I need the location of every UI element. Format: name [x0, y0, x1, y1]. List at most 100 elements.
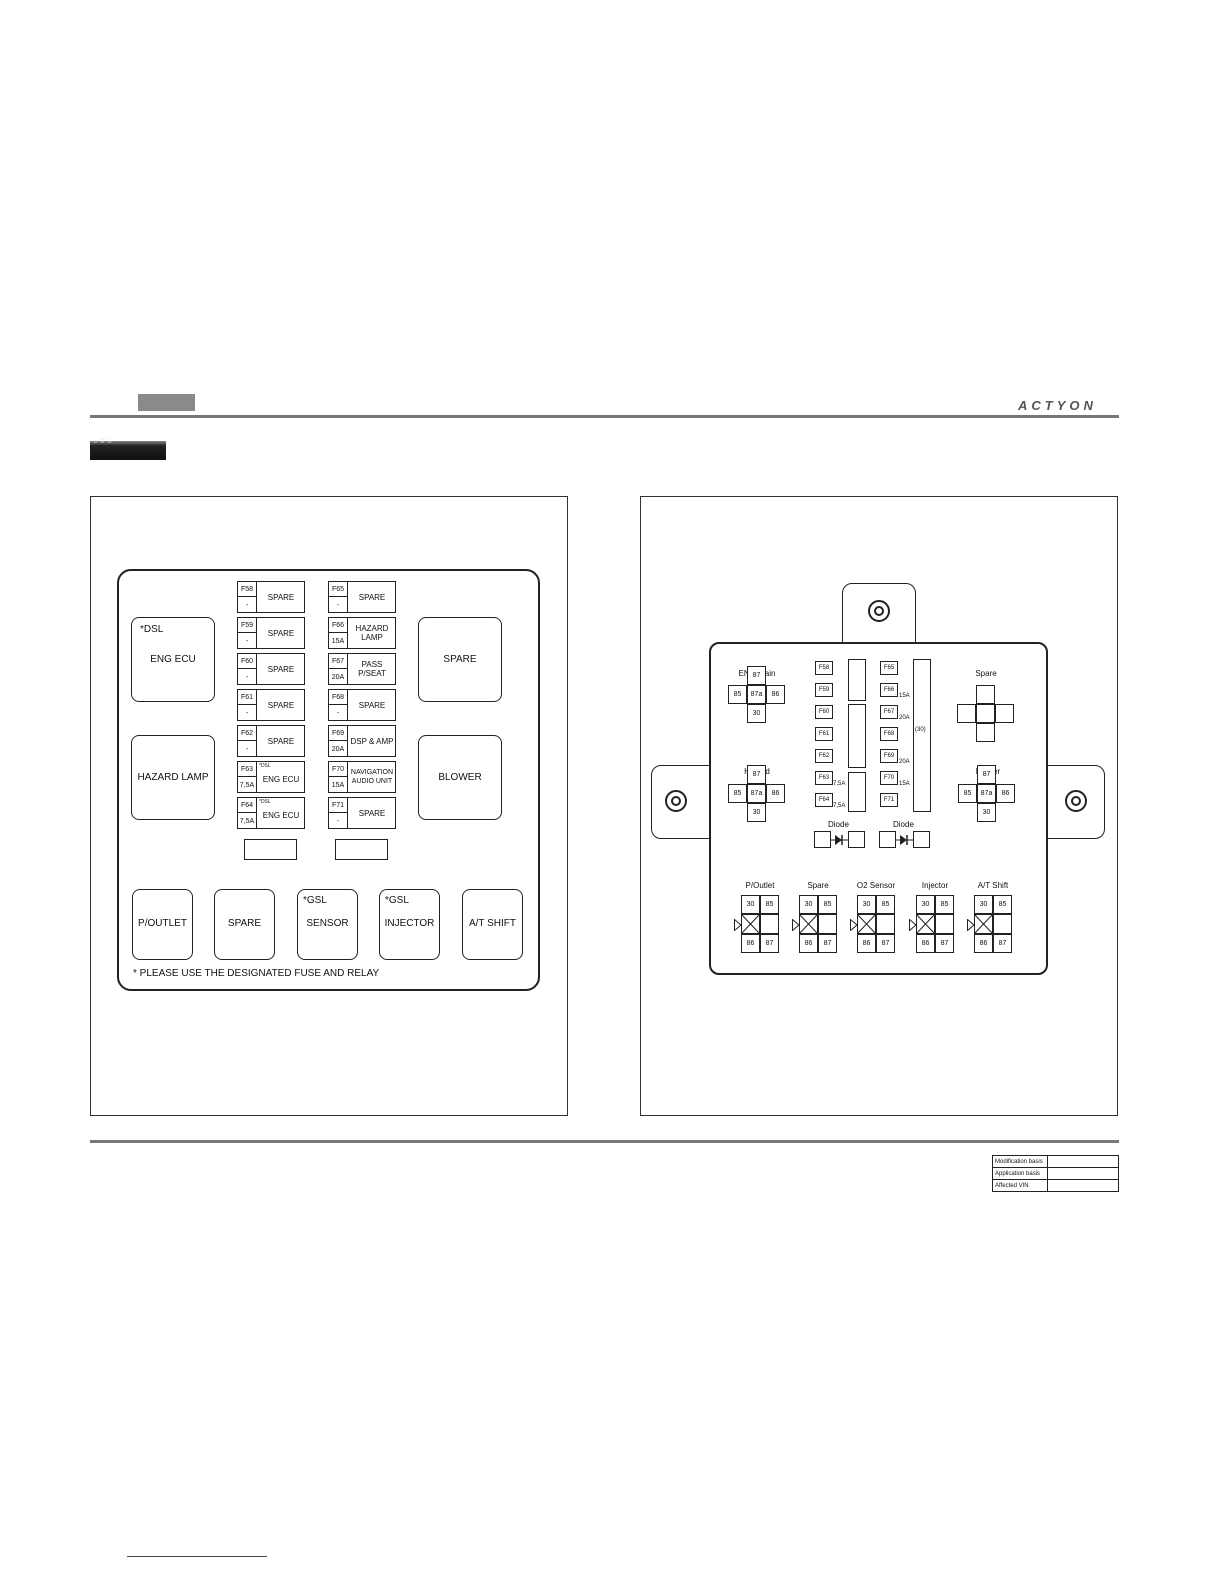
- fuse-id: F62: [238, 726, 257, 741]
- info-label: Modification basis: [992, 1155, 1048, 1168]
- fuse-id: F68: [329, 690, 348, 705]
- small-relay-pin: 30: [916, 895, 935, 914]
- small-relay-pin: 87: [935, 934, 954, 953]
- fuse-f58: F58: [815, 661, 833, 675]
- fuse-bus-bar: [848, 659, 866, 701]
- fuse-amp: 7,5A: [833, 803, 846, 809]
- header-rule: [90, 415, 1119, 418]
- fuse-amp: -: [238, 741, 257, 757]
- diode-label: Diode: [893, 820, 914, 829]
- footer-link-underline: [127, 1556, 267, 1557]
- small-relay-coil: [916, 914, 954, 934]
- small-relay-pin: 85: [935, 895, 954, 914]
- fuse-amp: 15A: [899, 693, 910, 699]
- info-label: Affected VIN: [992, 1179, 1048, 1192]
- bus-30-label: (30): [915, 727, 926, 733]
- relay-pin-empty: [976, 704, 995, 723]
- relay-hazard-lamp: HAZARD LAMP: [131, 735, 215, 820]
- diode-cell: [848, 831, 865, 848]
- fuse-f68: F68: [880, 727, 898, 741]
- mount-hole-top: [868, 600, 890, 622]
- fuse-amp: -: [238, 705, 257, 721]
- relay-prefix: *GSL: [385, 895, 409, 906]
- right-panel: ENG Main878587a8630Hazard878587a8630Spar…: [640, 496, 1118, 1116]
- spare-title: Spare: [975, 669, 997, 678]
- small-relay-title: O2 Sensor: [856, 881, 896, 890]
- small-relay-title: A/T Shift: [977, 881, 1009, 890]
- fuse-amp: 15A: [329, 777, 348, 793]
- relay-pin-top: 87: [747, 765, 766, 784]
- fuse-f65: F65-SPARE: [328, 581, 396, 613]
- left-panel: *DSL ENG ECU HAZARD LAMP SPARE BLOWER F5…: [90, 496, 568, 1116]
- fuse-amp: -: [238, 633, 257, 649]
- fuse-label: ENG ECU: [262, 774, 300, 784]
- footer-rule: [90, 1140, 1119, 1143]
- small-relay-pin: 86: [799, 934, 818, 953]
- section-badge: [90, 441, 166, 460]
- blank-slot-right: [335, 839, 388, 860]
- fuse-amp: 20A: [899, 715, 910, 721]
- diode-cell: [814, 831, 831, 848]
- fuse-prefix: *DSL: [259, 763, 271, 769]
- fuse-amp: -: [329, 597, 348, 613]
- diode-cell: [913, 831, 930, 848]
- fuse-amp: -: [238, 597, 257, 613]
- fuse-bus-bar-30: [913, 659, 931, 812]
- info-row: Affected VIN: [992, 1179, 1119, 1192]
- fuse-amp: -: [238, 669, 257, 685]
- fuse-label: ENG ECU: [262, 810, 300, 820]
- relay-eng-ecu-label: ENG ECU: [150, 654, 196, 665]
- diode-cell: [879, 831, 896, 848]
- relay-pin-right: 86: [766, 784, 785, 803]
- fuse-id: F61: [238, 690, 257, 705]
- relay-key-icon: [967, 918, 975, 932]
- fuse-f62: F62-SPARE: [237, 725, 305, 757]
- fuse-label: SPARE: [358, 700, 386, 710]
- fuse-label: SPARE: [267, 664, 295, 674]
- small-relay-pin: 85: [993, 895, 1012, 914]
- small-relay-title: Injector: [921, 881, 949, 890]
- fuse-id: F69: [329, 726, 348, 741]
- info-label: Application basis: [992, 1167, 1048, 1180]
- fuse-amp: 20A: [899, 759, 910, 765]
- diode-icon: [831, 833, 848, 845]
- relay-pin-left: 85: [728, 784, 747, 803]
- fuse-f71: F71: [880, 793, 898, 807]
- fuse-id: F71: [329, 798, 348, 813]
- relay-prefix: *GSL: [303, 895, 327, 906]
- relay-label: SPARE: [227, 918, 262, 929]
- fuse-id: F67: [329, 654, 348, 669]
- info-row: Modification basis: [992, 1155, 1119, 1168]
- fuse-f67: F67: [880, 705, 898, 719]
- fuse-f65: F65: [880, 661, 898, 675]
- relay-label: SENSOR: [306, 918, 349, 929]
- fuse-amp: 15A: [899, 781, 910, 787]
- small-relay-coil: [974, 914, 1012, 934]
- info-table: Modification basis Application basis Aff…: [992, 1155, 1119, 1192]
- small-relay-pin: 86: [916, 934, 935, 953]
- mount-hole-right: [1065, 790, 1087, 812]
- relay-sensor: *GSL SENSOR: [297, 889, 358, 960]
- fuse-label: PASS P/SEAT: [358, 660, 386, 678]
- designated-note: * PLEASE USE THE DESIGNATED FUSE AND REL…: [133, 968, 380, 979]
- fuse-id: F65: [329, 582, 348, 597]
- relay-label: A/T SHIFT: [468, 918, 517, 929]
- blank-slot-left: [244, 839, 297, 860]
- fuse-label: HAZARD LAMP: [355, 624, 389, 642]
- small-relay-pin: 30: [799, 895, 818, 914]
- relay-spare: SPARE: [214, 889, 275, 960]
- fuse-f66: F66: [880, 683, 898, 697]
- relay-pin-empty: [976, 723, 995, 742]
- relay-pin-left: 85: [728, 685, 747, 704]
- small-relay-pin: 87: [760, 934, 779, 953]
- fuse-f60: F60-SPARE: [237, 653, 305, 685]
- relay-pin-center: 87a: [747, 784, 766, 803]
- fuse-f62: F62: [815, 749, 833, 763]
- fuse-id: F64: [238, 798, 257, 813]
- relay-pin-top: 87: [747, 666, 766, 685]
- fuse-amp: -: [329, 705, 348, 721]
